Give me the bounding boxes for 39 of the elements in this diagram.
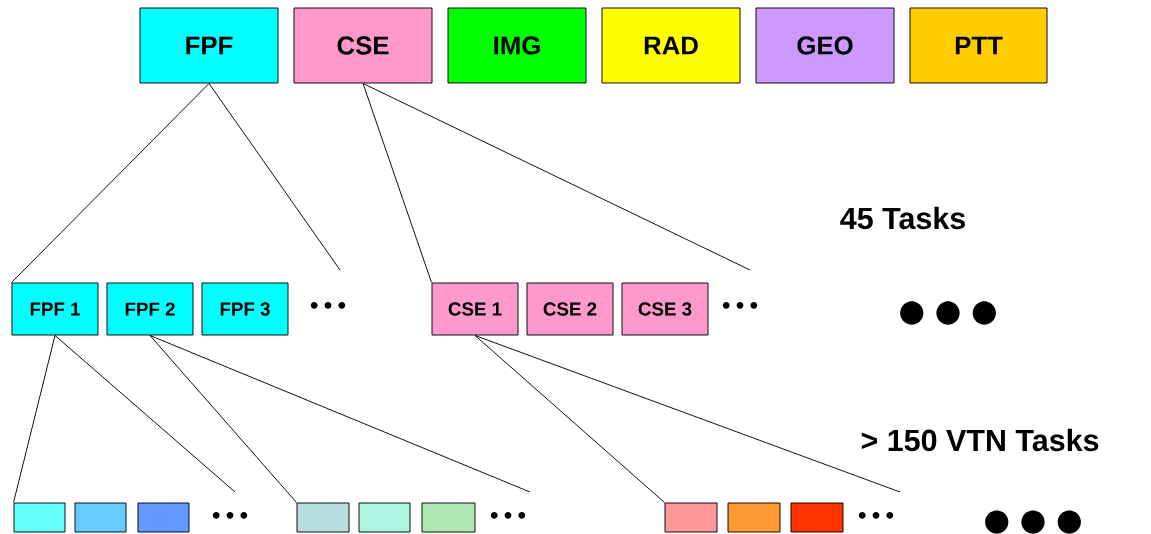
subtask-box: [790, 502, 844, 533]
ellipsis-dots: •••: [310, 301, 346, 309]
connector-line: [13, 335, 56, 503]
connector-line: [149, 335, 297, 503]
task-box: CSE 2: [526, 282, 614, 336]
task-box: FPF 2: [106, 282, 194, 336]
task-box: IMG: [447, 7, 587, 84]
task-box: RAD: [601, 7, 741, 84]
subtask-box: [727, 502, 781, 533]
subtask-box: [137, 502, 190, 533]
task-box: PTT: [909, 7, 1048, 84]
subtask-box: [664, 502, 718, 533]
connector-line: [362, 83, 432, 283]
ellipsis-dots: •••: [490, 511, 526, 519]
connector-line: [474, 335, 665, 503]
subtask-box: [74, 502, 127, 533]
task-box: FPF 1: [11, 282, 99, 336]
ellipsis-dots: •••: [212, 511, 248, 519]
task-box: CSE: [293, 7, 433, 84]
connector-line: [11, 83, 210, 283]
subtask-box: [421, 502, 476, 533]
task-count-label: 45 Tasks: [840, 206, 965, 230]
ellipsis-dots: •••: [858, 511, 894, 519]
connector-line: [149, 335, 531, 493]
connector-line: [54, 335, 236, 493]
task-box: FPF: [139, 7, 279, 84]
connector-line: [208, 83, 341, 271]
connector-line: [474, 335, 901, 493]
ellipsis-dots: ● ● ●: [900, 301, 996, 325]
task-box: GEO: [755, 7, 895, 84]
subtask-box: [13, 502, 66, 533]
task-box: CSE 1: [431, 282, 519, 336]
connector-line: [362, 83, 751, 271]
ellipsis-dots: ● ● ●: [985, 510, 1081, 534]
subtask-box: [358, 502, 411, 533]
task-box: CSE 3: [621, 282, 709, 336]
task-box: FPF 3: [201, 282, 289, 336]
task-count-label: > 150 VTN Tasks: [861, 428, 1099, 452]
subtask-box: [296, 502, 350, 533]
